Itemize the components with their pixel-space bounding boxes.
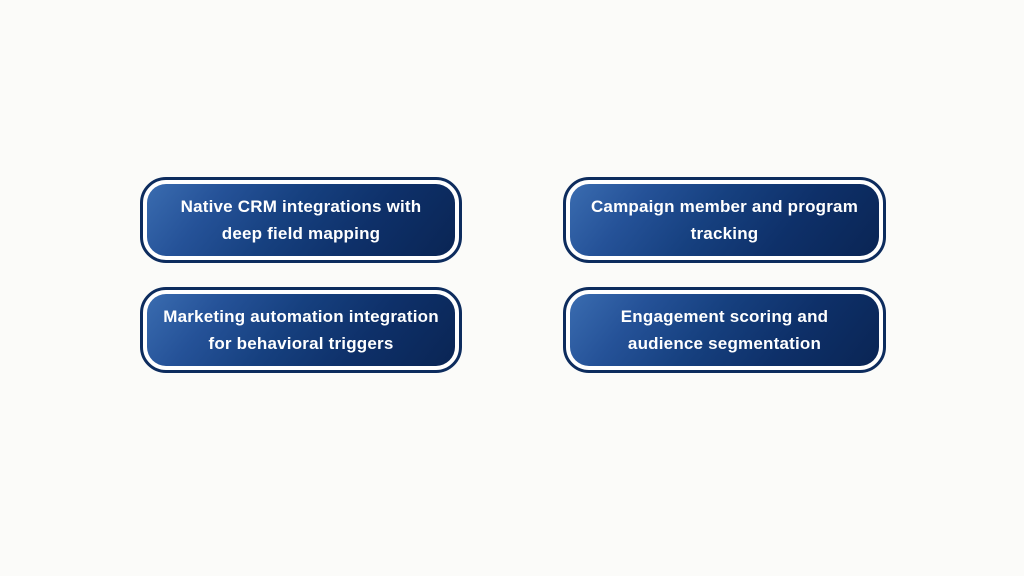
feature-card-marketing-automation: Marketing automation integration for beh… (140, 287, 462, 373)
feature-card-campaign-tracking: Campaign member and program tracking (563, 177, 886, 263)
feature-card-fill: Native CRM integrations with deep field … (147, 184, 455, 256)
feature-card-label: Native CRM integrations with deep field … (180, 197, 422, 243)
feature-card-fill: Marketing automation integration for beh… (147, 294, 455, 366)
feature-card-label: Campaign member and program tracking (590, 197, 859, 243)
feature-card-label: Engagement scoring and audience segmenta… (620, 307, 829, 353)
feature-card-grid: Native CRM integrations with deep field … (140, 177, 886, 373)
feature-card-label: Marketing automation integration for beh… (163, 307, 439, 353)
feature-card-fill: Engagement scoring and audience segmenta… (570, 294, 879, 366)
feature-card-engagement-scoring: Engagement scoring and audience segmenta… (563, 287, 886, 373)
feature-card-fill: Campaign member and program tracking (570, 184, 879, 256)
feature-card-crm-integrations: Native CRM integrations with deep field … (140, 177, 462, 263)
